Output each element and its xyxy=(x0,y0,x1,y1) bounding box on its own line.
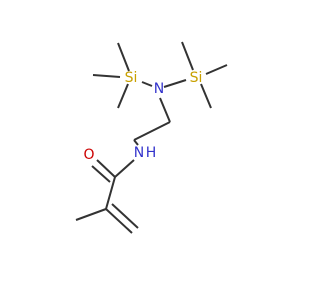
bonds-group xyxy=(75,41,228,234)
bond-si-left-n xyxy=(141,81,153,87)
atom-label-nitrogen-amide: N xyxy=(134,145,144,161)
bond-si-left-methyl-top xyxy=(117,42,130,72)
atom-label-silicon-left: Si xyxy=(125,70,138,86)
atom-label-oxygen-carbonyl: O xyxy=(83,147,94,163)
bond-si-left-methyl-bottom xyxy=(117,83,129,109)
bond-alpha-c-methyl xyxy=(75,208,107,221)
bond-ch2-ch2 xyxy=(133,121,171,141)
bond-nh-carbonyl-c xyxy=(114,159,135,178)
bond-si-right-methyl-bottom xyxy=(200,83,212,109)
bond-si-right-methyl-right xyxy=(205,64,228,75)
bond-n-si-right xyxy=(163,79,187,88)
atom-labels-group: Si N Si N H O xyxy=(83,70,202,163)
bond-vinyl-double-a xyxy=(105,208,133,234)
bond-ch2-nh xyxy=(133,139,139,146)
bond-vinyl-double-b xyxy=(111,203,139,229)
atom-label-nitrogen-top: N xyxy=(154,81,164,97)
bond-carbonyl-double-b xyxy=(91,165,111,183)
bond-carbonyl-double-a xyxy=(96,159,116,178)
bond-n-ch2-a xyxy=(159,97,171,123)
bond-carbonyl-alpha-c xyxy=(105,176,116,210)
molecule-structure-diagram: Si N Si N H O xyxy=(75,41,228,234)
bond-si-left-methyl-left xyxy=(92,74,121,78)
atom-label-silicon-right: Si xyxy=(190,70,203,86)
atom-label-hydrogen-amide: H xyxy=(146,145,157,161)
bond-si-right-methyl-top xyxy=(181,41,194,71)
